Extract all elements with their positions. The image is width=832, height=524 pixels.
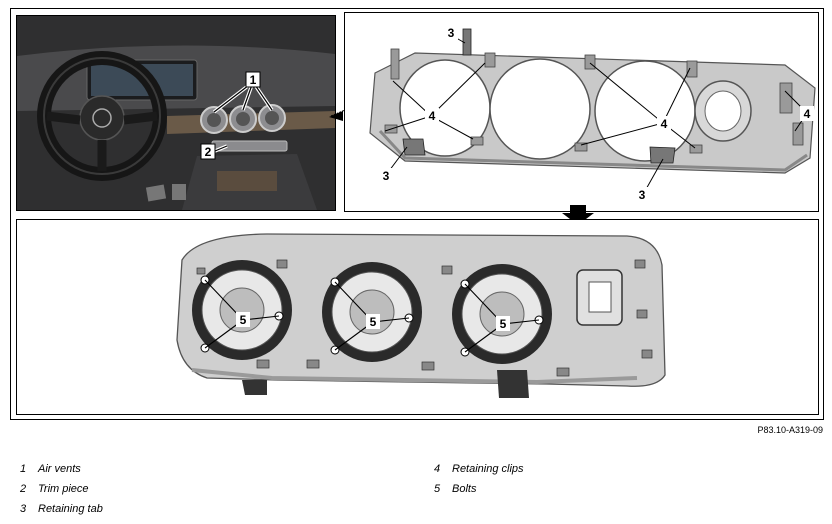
- callout-4-frame-right: 4: [804, 107, 811, 121]
- step-arrow-down: [562, 205, 594, 225]
- legend-item: 5 Bolts: [428, 482, 524, 502]
- callout-4-frame-center: 4: [661, 117, 668, 131]
- legend-column-right: 4 Retaining clips 5 Bolts: [428, 462, 524, 502]
- callout-3-frame-top: 3: [448, 26, 455, 40]
- rear-view-illustration: 5 5 5: [17, 220, 818, 414]
- legend-item: 4 Retaining clips: [428, 462, 524, 482]
- callout-3-frame-bottom: 3: [639, 188, 646, 202]
- figure-reference-code: P83.10-A319-09: [757, 425, 823, 435]
- legend-number: 2: [20, 483, 27, 495]
- legend-number: 5: [434, 483, 441, 495]
- legend-number: 4: [434, 463, 441, 475]
- legend-item: 1 Air vents: [14, 462, 103, 482]
- callout-1-cockpit: 1: [250, 73, 257, 87]
- legend-item: 2 Trim piece: [14, 482, 103, 502]
- callout-3-frame-left: 3: [383, 169, 390, 183]
- callout-5-right: 5: [500, 317, 507, 331]
- legend-text: Air vents: [38, 463, 81, 475]
- legend-text: Trim piece: [38, 483, 89, 495]
- legend-item: 3 Retaining tab: [14, 502, 103, 522]
- cockpit-illustration: 1 2: [17, 16, 335, 210]
- legend-column-left: 1 Air vents 2 Trim piece 3 Retaining tab: [14, 462, 103, 522]
- cockpit-view-panel: 1 2: [16, 15, 336, 211]
- zoom-connector-arrow: [329, 109, 346, 121]
- legend-text: Retaining clips: [452, 463, 524, 475]
- callout-5-left: 5: [240, 313, 247, 327]
- legend-text: Retaining tab: [38, 503, 103, 515]
- legend-number: 3: [20, 503, 27, 515]
- retaining-tabs-graphic: [402, 28, 676, 164]
- steering-wheel-graphic: [37, 51, 167, 181]
- trim-frame-panel: 4 4 4 3 3 3: [344, 12, 819, 212]
- legend-text: Bolts: [452, 483, 477, 495]
- callout-5-center: 5: [370, 315, 377, 329]
- vent-housings-graphic: [192, 260, 623, 364]
- trim-frame-illustration: 4 4 4 3 3 3: [345, 13, 818, 211]
- air-vent-graphic: [200, 104, 286, 134]
- callout-4-frame-left: 4: [429, 109, 436, 123]
- perimeter-clips-graphic: [196, 259, 653, 377]
- callout-2-cockpit: 2: [205, 145, 212, 159]
- rear-view-panel: 5 5 5: [16, 219, 819, 415]
- legend-number: 1: [20, 463, 27, 475]
- diagram-figure: 1 2: [10, 8, 824, 420]
